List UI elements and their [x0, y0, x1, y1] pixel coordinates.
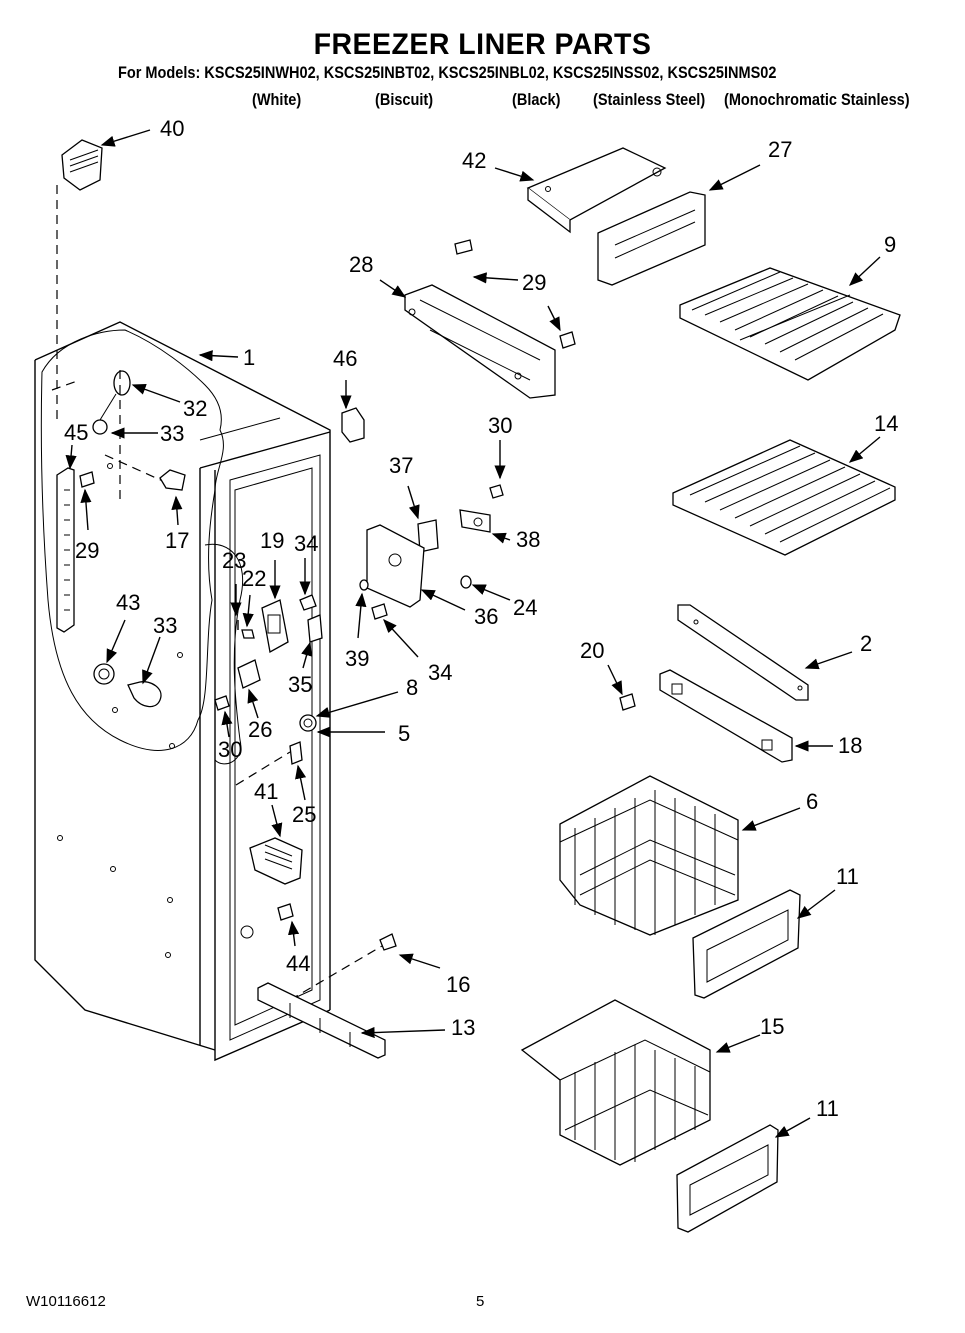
callout-32: 32: [183, 396, 207, 421]
part-36-control-housing: [366, 524, 425, 608]
part-9-wire-shelf: [679, 267, 901, 381]
callout-13: 13: [451, 1015, 475, 1040]
callout-34-lower: 34: [428, 660, 452, 685]
callout-33-lower: 33: [153, 613, 177, 638]
color-variant-stainless-steel: (Stainless Steel): [593, 91, 706, 109]
callout-35: 35: [288, 672, 312, 697]
color-variant-white: (White): [252, 91, 302, 109]
callout-17: 17: [165, 528, 189, 553]
callout-14: 14: [874, 411, 898, 436]
color-variant-black: (Black): [512, 91, 561, 109]
callout-29-left: 29: [75, 538, 99, 563]
callout-9: 9: [884, 232, 896, 257]
leader-lines: [65, 129, 881, 1138]
part-25-damper: [289, 741, 303, 765]
color-variant-biscuit: (Biscuit): [375, 91, 434, 109]
callout-19: 19: [260, 528, 284, 553]
part-30-screw: [214, 484, 504, 711]
callout-16: 16: [446, 972, 470, 997]
callout-46: 46: [333, 346, 357, 371]
callout-25: 25: [292, 802, 316, 827]
callout-28: 28: [349, 252, 373, 277]
part-40-light-shield: [61, 139, 103, 191]
callout-30-upper: 30: [488, 413, 512, 438]
callout-2: 2: [860, 631, 872, 656]
part-35-cover: [307, 614, 323, 643]
page-number: 5: [476, 1293, 485, 1310]
callout-22: 22: [242, 566, 266, 591]
callout-33-upper: 33: [160, 421, 184, 446]
part-32-light-socket: [113, 370, 131, 396]
part-2-drawer-front-trim: [677, 604, 809, 701]
callout-39: 39: [345, 646, 369, 671]
callout-24: 24: [513, 595, 537, 620]
callout-15: 15: [760, 1014, 784, 1039]
callout-11-upper: 11: [836, 864, 859, 889]
part-33-light-bulb-top: [92, 393, 117, 435]
callout-8: 8: [406, 675, 418, 700]
callout-5: 5: [398, 721, 410, 746]
part-11-drawer-front: [692, 889, 801, 999]
part-6-wire-basket: [559, 775, 739, 936]
callout-18: 18: [838, 733, 862, 758]
part-13-toe-grille: [257, 982, 386, 1059]
callout-1: 1: [243, 345, 255, 370]
callout-44: 44: [286, 951, 310, 976]
part-33-light-bulb: [127, 681, 162, 708]
part-29-screw: [79, 239, 576, 488]
color-variant-monochromatic-stainless: (Monochromatic Stainless): [724, 91, 910, 109]
part-34-screw: [299, 594, 388, 620]
part-20-screw: [619, 693, 636, 711]
part-19-switch-housing: [261, 599, 289, 654]
part-16-screw: [379, 933, 397, 951]
callout-42: 42: [462, 148, 486, 173]
callout-37: 37: [389, 453, 413, 478]
part-18-drawer-slide: [659, 669, 793, 763]
part-44-screw: [277, 903, 294, 921]
part-5-light-switch: [299, 714, 317, 732]
part-46-clip: [341, 407, 365, 443]
part-22-clip: [241, 629, 255, 639]
part-41-vent-cover: [249, 837, 303, 885]
callout-23: 23: [222, 548, 246, 573]
callout-26: 26: [248, 717, 272, 742]
models-line: For Models: KSCS25INWH02, KSCS25INBT02, …: [118, 64, 777, 82]
callout-36: 36: [474, 604, 498, 629]
callout-11-lower: 11: [816, 1096, 839, 1121]
callout-38: 38: [516, 527, 540, 552]
callout-41: 41: [254, 779, 278, 804]
part-45-light-rail: [56, 467, 75, 633]
callout-labels: 40 42 27 9 28 29 1 46 32 33 45 30 14 37 …: [64, 116, 898, 1121]
callout-34-upper: 34: [294, 531, 318, 556]
part-14-shelf: [672, 439, 896, 556]
part-24-knob: [460, 575, 472, 589]
callout-27: 27: [768, 137, 792, 162]
part-38-control-board: [459, 509, 491, 533]
freezer-liner-body: [34, 321, 331, 1062]
callout-29-upper: 29: [522, 270, 546, 295]
callout-6: 6: [806, 789, 818, 814]
callout-20: 20: [580, 638, 604, 663]
part-28-bracket: [404, 284, 556, 399]
callout-45: 45: [64, 420, 88, 445]
part-42-hinge-bracket: [526, 147, 667, 234]
callout-40: 40: [160, 116, 184, 141]
callout-30-lower: 30: [218, 737, 242, 762]
page-title: FREEZER LINER PARTS: [313, 28, 652, 61]
callout-43: 43: [116, 590, 140, 615]
part-11-drawer-front-lower: [676, 1124, 779, 1233]
part-43-socket: [93, 663, 115, 685]
part-37-plate: [417, 519, 439, 553]
part-39-pin: [359, 579, 369, 591]
part-26-bracket: [237, 659, 261, 689]
part-15-wire-basket: [520, 999, 711, 1166]
part-27-vent-cover: [597, 191, 706, 286]
document-number: W10116612: [26, 1293, 106, 1310]
part-17-clip: [159, 469, 186, 491]
